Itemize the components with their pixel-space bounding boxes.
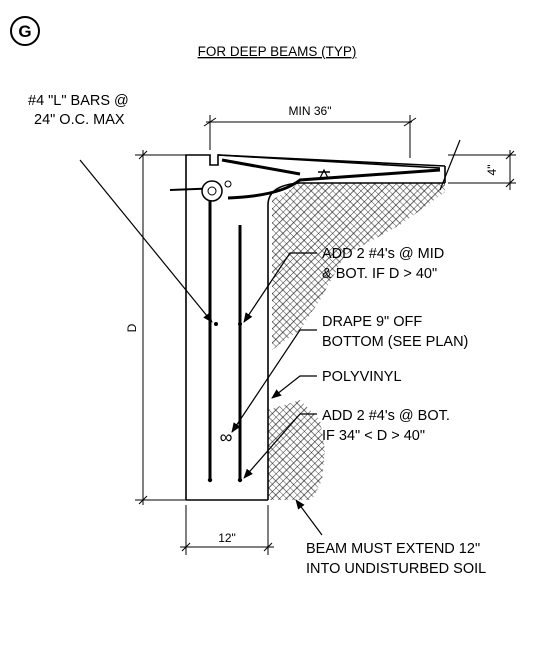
polyvinyl-membrane [227, 168, 441, 200]
callout-add-mid-line1: ADD 2 #4's @ MID [322, 246, 444, 262]
leader-lines [79, 159, 323, 536]
callout-add-mid-line2: & BOT. IF D > 40" [322, 266, 437, 282]
rebar-chair-legs [319, 168, 329, 179]
detail-tag: G [10, 16, 40, 46]
l-bar-bend-inner [207, 186, 217, 196]
dim-min-length: MIN 36" [289, 104, 332, 118]
callout-extend-line1: BEAM MUST EXTEND 12" [306, 541, 480, 557]
callout-polyvinyl-line1: POLYVINYL [322, 369, 402, 385]
detail-tag-circle [10, 16, 40, 46]
slab-underside [267, 182, 445, 206]
callout-l-bars-line2: 24" O.C. MAX [34, 112, 125, 128]
dim-width: 12" [218, 531, 236, 545]
callout-drape: DRAPE 9" OFF BOTTOM (SEE PLAN) [322, 314, 468, 350]
slab-top [217, 154, 446, 167]
vertical-rebars [208, 200, 242, 480]
leader-l-bars [79, 159, 213, 323]
slab-bar-dot [224, 180, 232, 188]
drape-symbol: ∞ [220, 427, 233, 447]
callout-polyvinyl: POLYVINYL [322, 369, 402, 385]
callout-add-bot-line2: IF 34" < D > 40" [322, 428, 425, 444]
leader-polyvinyl [271, 375, 317, 399]
detail-title: FOR DEEP BEAMS (TYP) [198, 44, 357, 59]
slab-reinforcing [169, 158, 441, 200]
leader-add-mid [243, 252, 317, 323]
soil-hatch-lower-cross [268, 400, 325, 500]
dimensions [135, 115, 516, 555]
callout-add-mid: ADD 2 #4's @ MID & BOT. IF D > 40" [322, 246, 444, 282]
callout-l-bars-line1: #4 "L" BARS @ [28, 93, 129, 109]
callout-extend: BEAM MUST EXTEND 12" INTO UNDISTURBED SO… [306, 541, 486, 577]
leader-drape [231, 329, 317, 433]
leader-add-bot [243, 413, 317, 479]
break-line [439, 139, 461, 191]
dim-depth: D [125, 323, 139, 332]
callout-l-bars: #4 "L" BARS @ 24" O.C. MAX [28, 93, 129, 128]
slab-top-bar [221, 158, 301, 176]
leader-extend [295, 499, 323, 536]
callout-extend-line2: INTO UNDISTURBED SOIL [306, 561, 486, 577]
dim-slab: 4" [485, 165, 499, 176]
l-bar-bend-circle [201, 180, 223, 202]
callout-add-bot: ADD 2 #4's @ BOT. IF 34" < D > 40" [322, 408, 450, 444]
callout-add-bot-line1: ADD 2 #4's @ BOT. [322, 408, 450, 424]
callout-drape-line2: BOTTOM (SEE PLAN) [322, 334, 468, 350]
l-bar-bend [201, 180, 232, 202]
soil-hatch-upper-cross [272, 183, 445, 350]
undisturbed-soil [268, 183, 445, 500]
detail-tag-letter: G [18, 22, 31, 41]
callout-drape-line1: DRAPE 9" OFF [322, 314, 422, 330]
rebar-bar-ends [207, 322, 243, 483]
